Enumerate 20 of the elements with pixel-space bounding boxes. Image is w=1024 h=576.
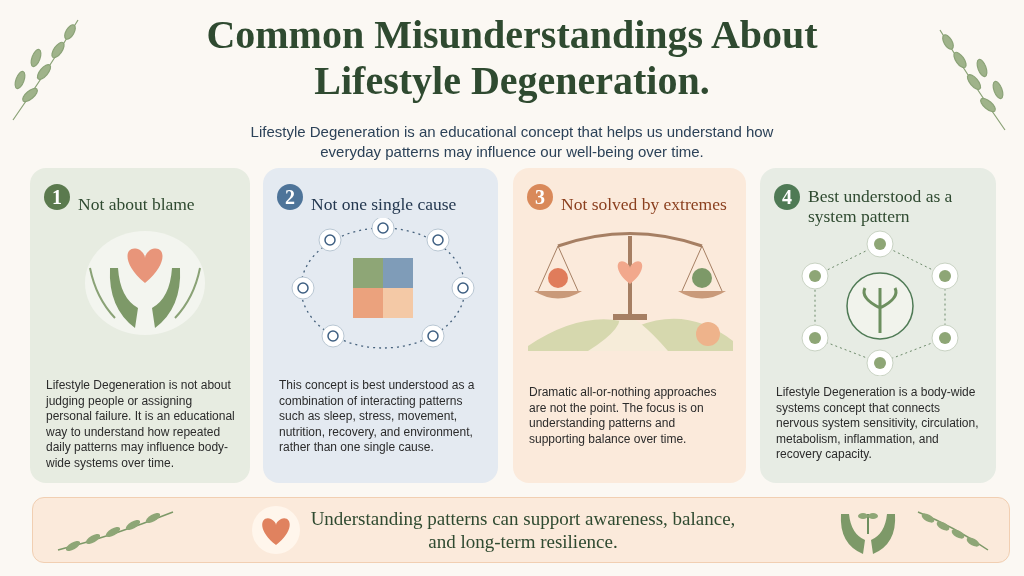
card-heading: Not about blame <box>78 194 196 214</box>
number-badge: 1 <box>44 184 70 210</box>
info-card <box>30 168 250 483</box>
number-badge: 4 <box>774 184 800 210</box>
info-card <box>760 168 996 483</box>
card-description: Lifestyle Degeneration is not about judging people or assigning personal failure. It is an educational way to understand how repeated daily patterns may influence body-wide systems over time. <box>46 378 236 471</box>
card-heading: Best understood as a system pattern <box>808 186 954 226</box>
title: Common Misunderstandings About Lifestyle Degeneration. <box>205 12 819 104</box>
message-banner <box>32 497 1010 563</box>
info-card <box>263 168 498 483</box>
subtitle: Lifestyle Degeneration is an educational concept that helps us understand how everyday patterns may influence our well-being over time. <box>249 122 775 162</box>
number-badge: 2 <box>277 184 303 210</box>
card-description: This concept is best understood as a combination of interacting patterns such as sleep, stress, movement, nutrition, recovery, and environment, rather than one single cause. <box>279 378 476 456</box>
number-badge: 3 <box>527 184 553 210</box>
card-description: Lifestyle Degeneration is a body-wide systems concept that connects nervous system sensitivity, circulation, metabolism, inflammation, and recovery capacity. <box>776 385 980 463</box>
card-heading: Not solved by extremes <box>561 194 728 214</box>
info-card <box>513 168 746 483</box>
key-message: Understanding patterns can support awareness, balance, and long-term resilience. <box>309 507 737 553</box>
card-description: Dramatic all-or-nothing approaches are not the point. The focus is on understanding patterns and supporting balance over time. <box>529 385 718 447</box>
card-heading: Not one single cause <box>311 194 458 214</box>
